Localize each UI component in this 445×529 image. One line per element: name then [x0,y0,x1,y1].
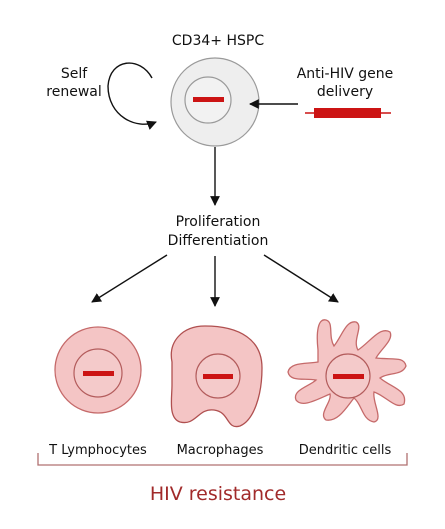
hiv-resistance-bracket [37,453,408,466]
dendritic-gene-marker [333,374,364,379]
gene-delivery-label-line2: delivery [317,84,373,100]
macrophage-gene-marker [203,374,233,379]
proliferation-label: Proliferation [176,214,261,230]
gene-delivery-label-line1: Anti-HIV gene [297,66,394,82]
dendritic-cells-label: Dendritic cells [299,443,392,458]
t-lymphocyte-gene-marker [83,371,114,376]
self-renewal-label-line2: renewal [46,84,101,100]
arrow-to-t-lymphocytes [91,254,168,303]
hspc-title: CD34+ HSPC [172,33,264,49]
differentiation-label: Differentiation [168,233,269,249]
hiv-resistance-label: HIV resistance [150,483,286,505]
t-lymphocytes-label: T Lymphocytes [48,443,147,458]
macrophage-cell [170,325,263,428]
arrow-to-dendritic-cells [263,254,339,303]
t-lymphocyte-cell [54,326,142,414]
self-renewal-label-line1: Self [61,66,88,82]
dendritic-cell [287,319,407,423]
hspc-stem-cell [170,57,260,147]
gene-vector-icon [305,108,391,118]
macrophages-label: Macrophages [177,443,264,458]
stem-cell-gene-marker [193,97,224,102]
self-renewal-arrow [107,62,157,130]
